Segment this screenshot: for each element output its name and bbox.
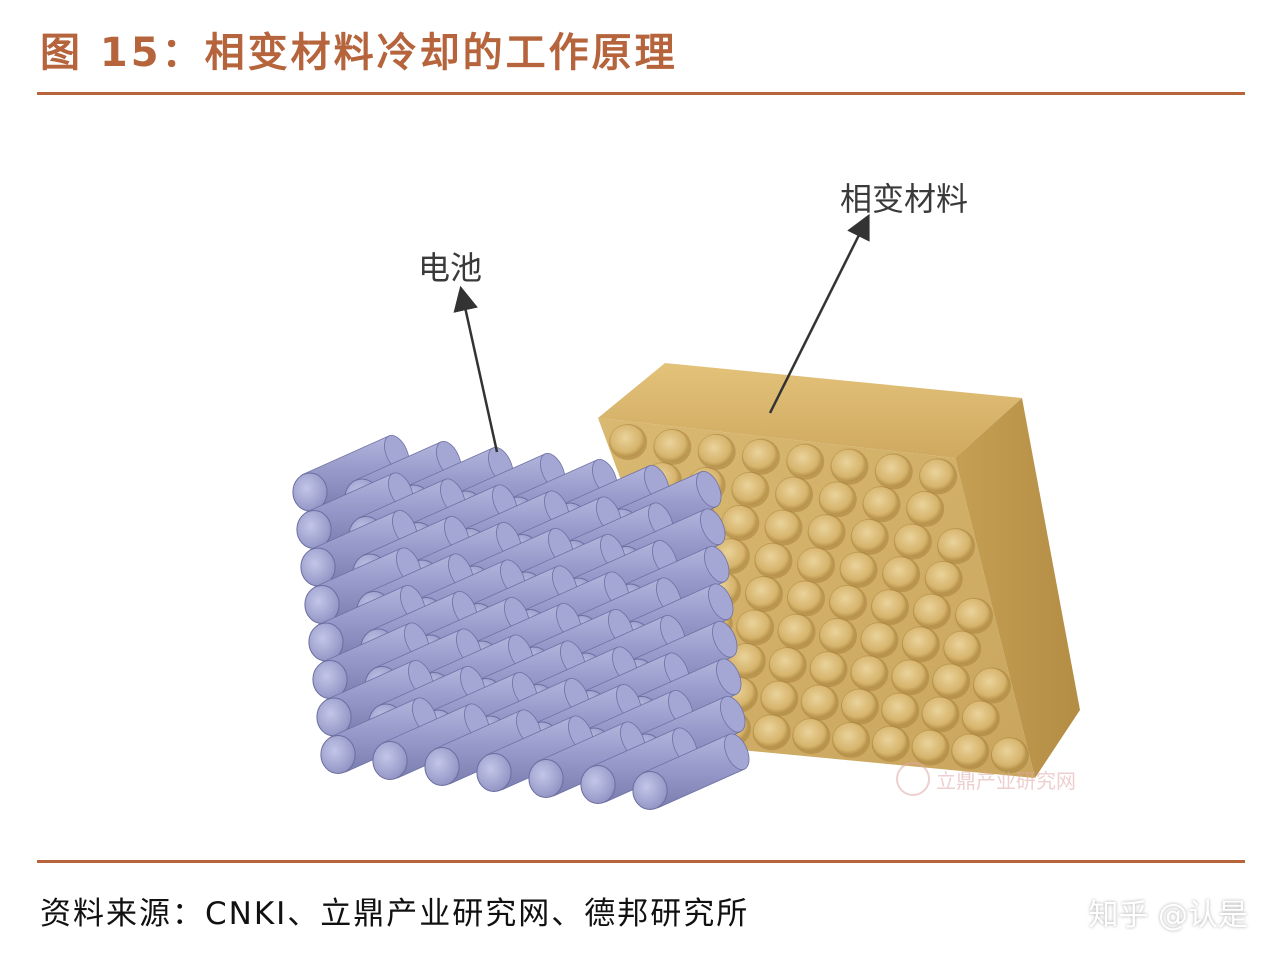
pcm-block [598, 363, 1080, 778]
pcm-hole [787, 580, 825, 617]
pcm-hole [924, 560, 963, 597]
pcm-hole [943, 630, 982, 667]
pcm-hole [937, 528, 976, 565]
pcm-hole [990, 737, 1029, 774]
pcm-hole [777, 613, 816, 650]
pcm-hole [745, 575, 783, 612]
pcm-hole [919, 458, 958, 495]
battery-cell [372, 703, 490, 780]
pcm-hole [881, 692, 920, 729]
watermark: 立鼎产业研究网 [896, 762, 1076, 796]
pcm-hole [893, 523, 932, 560]
pcm-hole [850, 518, 889, 555]
pcm-hole [901, 626, 940, 663]
pcm-hole [850, 655, 889, 692]
brand-watermark: 知乎 @认是 [1088, 898, 1248, 933]
battery-cell [312, 622, 430, 699]
pcm-hole [741, 438, 780, 475]
pcm-hole [955, 597, 993, 634]
pcm-block-top [598, 363, 1022, 458]
pcm-hole [736, 609, 775, 646]
pcm-hole-grid [609, 423, 1029, 774]
top-rule [37, 92, 1245, 95]
pcm-hole [809, 651, 848, 688]
pcm-hole [839, 551, 878, 588]
pcm-hole [768, 646, 807, 683]
pcm-hole [653, 428, 692, 465]
battery-cell [632, 733, 750, 810]
pcm-hole [775, 476, 814, 513]
pcm-hole [754, 542, 793, 579]
pcm-hole [721, 504, 760, 541]
battery-cell [528, 721, 646, 798]
pcm-hole [832, 721, 871, 758]
pcm-hole [609, 423, 648, 460]
bottom-rule [37, 860, 1245, 863]
pcm-hole [932, 663, 971, 700]
pcm-hole [913, 593, 951, 630]
pcm-hole [830, 448, 869, 485]
pcm-hole [797, 547, 836, 584]
pcm-hole [871, 589, 909, 626]
battery-arrow [453, 285, 499, 453]
pcm-hole [862, 486, 901, 523]
pcm-hole [860, 622, 899, 659]
battery-label: 电池 [418, 249, 483, 287]
pcm-hole [874, 453, 913, 490]
pcm-hole [829, 584, 867, 621]
pcm-hole [961, 700, 1000, 737]
pcm-hole [731, 471, 770, 508]
pcm-hole [882, 556, 921, 593]
pcm-hole [921, 696, 960, 733]
pcm-arrow [768, 213, 870, 414]
pcm-hole [840, 688, 879, 725]
pcm-hole [818, 481, 857, 518]
watermark-text: 立鼎产业研究网 [936, 768, 1076, 793]
pcm-hole [871, 725, 910, 762]
pcm-hole [911, 729, 950, 766]
battery-cell [292, 434, 410, 512]
pcm-hole [807, 514, 846, 551]
pcm-hole [951, 733, 990, 770]
pcm-hole [818, 617, 857, 654]
pcm-hole [800, 684, 839, 721]
pcm-hole [764, 509, 803, 546]
figure-title: 图 15：相变材料冷却的工作原理 [40, 30, 678, 76]
pcm-hole [972, 667, 1011, 704]
pcm-hole [760, 680, 799, 717]
pcm-hole [891, 659, 930, 696]
pcm-block-side [955, 398, 1080, 778]
pcm-hole [786, 443, 825, 480]
pcm-label: 相变材料 [840, 180, 969, 218]
source-note: 资料来源：CNKI、立鼎产业研究网、德邦研究所 [40, 896, 750, 932]
pcm-hole [697, 433, 736, 470]
pcm-hole [906, 490, 945, 527]
pcm-hole [752, 714, 791, 751]
watermark-logo-icon [896, 762, 930, 796]
battery-cell-pack [292, 434, 750, 810]
pcm-hole [792, 718, 831, 755]
